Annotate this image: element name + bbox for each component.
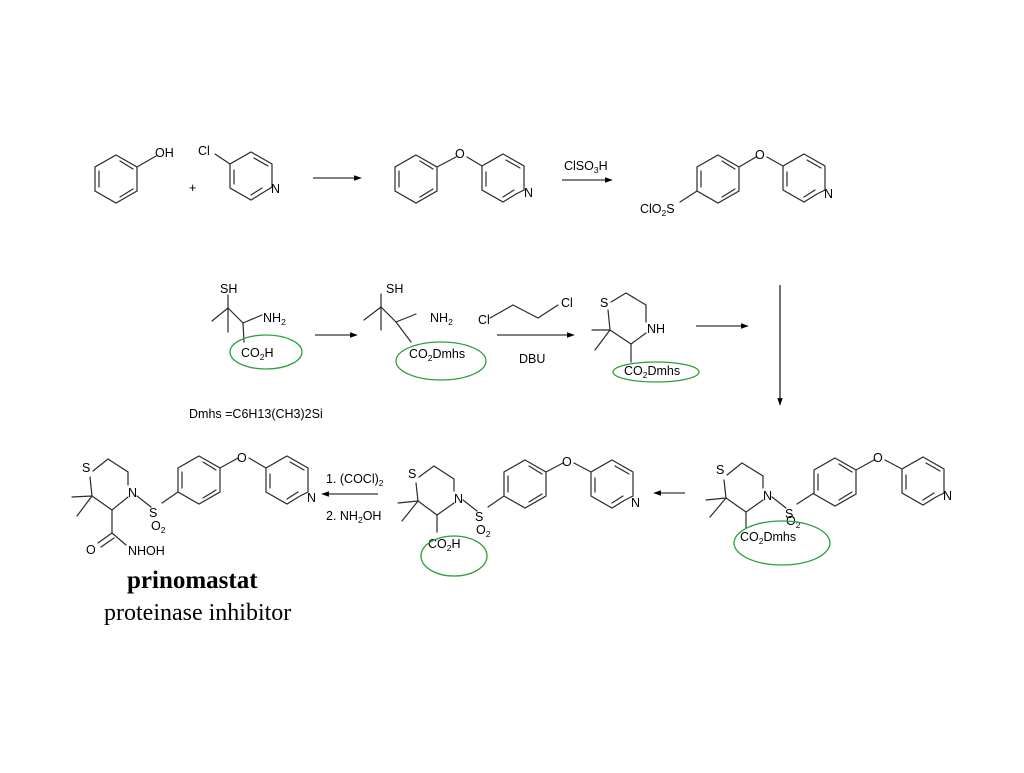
silyl-ester-label: CO2Dmhs: [624, 364, 680, 380]
thiol-label: SH: [220, 282, 237, 296]
sulfonyl-label: S: [785, 507, 793, 521]
sulfonyl-chloride-structure: O ClO2S N: [640, 148, 833, 218]
pyridine-n-label: N: [943, 489, 952, 503]
phenol-structure: OH: [94, 146, 174, 204]
thiol-label: SH: [386, 282, 403, 296]
pyridine-n-label: N: [271, 182, 280, 196]
ether-oxygen-label: O: [237, 451, 247, 465]
hydroxylamine-step-label: 2. NH2OH: [326, 509, 381, 525]
silyl-ester-label: CO2Dmhs: [409, 347, 465, 363]
sulfonyl-label: S: [475, 510, 483, 524]
silyl-ester-highlight: [395, 341, 487, 381]
dbu-label: DBU: [519, 352, 545, 366]
product-name: prinomastat: [127, 567, 258, 594]
carboxylic-acid-label: CO2H: [428, 537, 461, 553]
ring-sulfur-label: S: [600, 296, 608, 310]
silyl-ester-highlight: [612, 361, 700, 383]
carbonyl-oxygen-label: O: [86, 543, 96, 557]
ether-oxygen-label: O: [873, 451, 883, 465]
ether-oxygen-label: O: [755, 148, 765, 162]
coupled-acid-structure: S N S O2 CO2H O N: [397, 455, 640, 577]
prinomastat-structure: S N S O2 O NHOH O N: [71, 451, 316, 558]
ring-n-label: N: [454, 492, 463, 506]
protected-penicillamine-structure: SH NH2 CO2Dmhs: [363, 282, 487, 381]
silyl-ester-highlight: [733, 520, 831, 566]
sulfonyl-oxygen-label: O2: [476, 523, 491, 539]
thiomorpholine-ester-structure: S NH CO2Dmhs: [591, 292, 700, 383]
dmhs-definition: Dmhs =C6H13(CH3)2Si: [189, 407, 323, 421]
ring-sulfur-label: S: [408, 467, 416, 481]
ring-nh-label: NH: [647, 322, 665, 336]
amine-label: NH2: [430, 311, 453, 327]
sulfonyl-chloride-label: ClO2S: [640, 202, 675, 218]
dichloroethane-reagent: Cl Cl: [478, 296, 573, 327]
ring-sulfur-label: S: [716, 463, 724, 477]
chloropyridine-structure: Cl N: [198, 144, 280, 201]
sulfonyl-label: S: [149, 506, 157, 520]
carboxylic-acid-label: CO2H: [241, 346, 274, 362]
ring-n-label: N: [128, 486, 137, 500]
ether-oxygen-label: O: [455, 147, 465, 161]
pyridine-n-label: N: [824, 187, 833, 201]
pyridine-n-label: N: [307, 491, 316, 505]
chloro-label: Cl: [198, 144, 210, 158]
silyl-ester-label: CO2Dmhs: [740, 530, 796, 546]
product-description: proteinase inhibitor: [104, 600, 292, 626]
sulfonyl-oxygen-label: O2: [151, 519, 166, 535]
ether-oxygen-label: O: [562, 455, 572, 469]
carboxyl-highlight: [229, 334, 303, 370]
amine-label: NH2: [263, 311, 286, 327]
pyridine-n-label: N: [631, 496, 640, 510]
coupled-silyl-ester-structure: S N S O2 CO2Dmhs O N: [705, 451, 952, 566]
pyridine-n-label: N: [524, 186, 533, 200]
acid-chloride-step-label: 1. (COCl)2: [326, 472, 384, 488]
phenoxypyridine-structure: O N: [394, 147, 533, 204]
chloro-label-left: Cl: [478, 313, 490, 327]
hydroxamic-acid-label: NHOH: [128, 544, 165, 558]
ring-n-label: N: [763, 489, 772, 503]
plus-sign: +: [189, 181, 196, 195]
carboxyl-highlight: [420, 535, 488, 577]
hydroxyl-label: OH: [155, 146, 174, 160]
penicillamine-structure: SH NH2 CO2H: [211, 282, 303, 370]
ring-sulfur-label: S: [82, 461, 90, 475]
chloro-label-right: Cl: [561, 296, 573, 310]
chlorosulfonic-acid-label: ClSO3H: [564, 159, 608, 175]
